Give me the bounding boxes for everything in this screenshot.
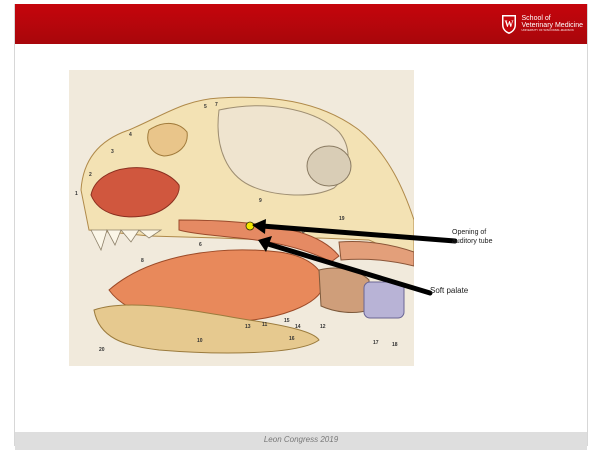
callout-auditory-tube: Opening of auditory tube bbox=[452, 228, 522, 246]
callout-auditory-tube-line2: auditory tube bbox=[452, 237, 522, 246]
auditory-tube-marker bbox=[246, 222, 254, 230]
arrow-auditory-tube bbox=[252, 219, 455, 241]
arrow-soft-palate bbox=[258, 236, 430, 293]
callout-soft-palate: Soft palate bbox=[430, 286, 468, 295]
callout-auditory-tube-line1: Opening of bbox=[452, 228, 522, 237]
